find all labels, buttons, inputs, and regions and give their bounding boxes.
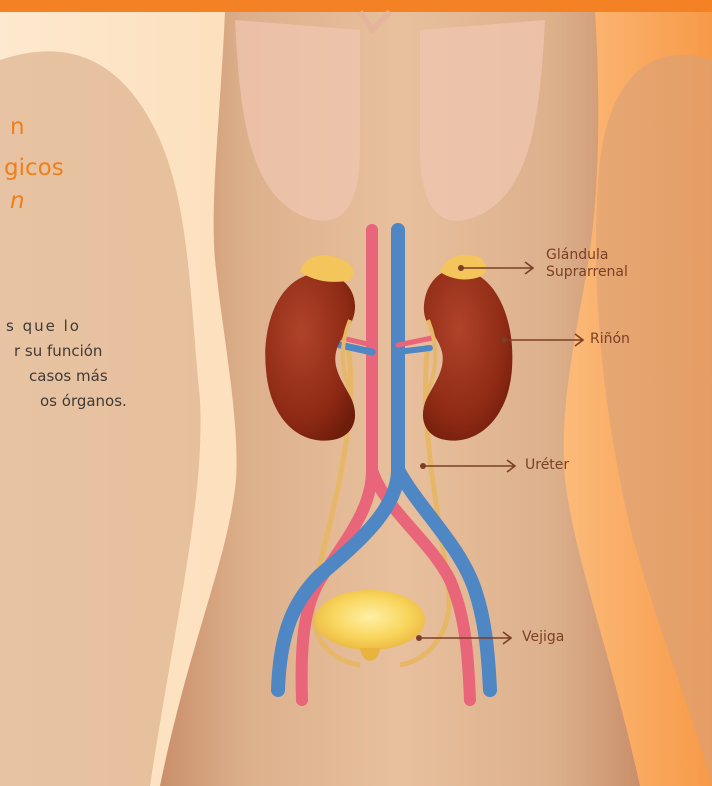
label-ureter: Uréter <box>525 457 569 474</box>
heading-fragment-1: n <box>10 111 25 144</box>
heading-fragment-2: gicos <box>4 152 64 185</box>
label-kidney: Riñón <box>590 331 630 348</box>
heading-fragment-3: n <box>10 185 25 218</box>
label-bladder: Vejiga <box>522 629 564 646</box>
body-fragment-4: os órganos. <box>40 389 127 413</box>
body-fragment-2: r su función <box>14 339 102 363</box>
body-fragment-3: casos más <box>29 364 108 388</box>
label-adrenal-line1: Glándula <box>546 247 608 264</box>
body-fragment-1: s que lo <box>6 314 81 338</box>
right-renal-vein <box>398 348 430 352</box>
label-adrenal-line2: Suprarrenal <box>546 264 628 281</box>
bladder <box>315 590 425 650</box>
